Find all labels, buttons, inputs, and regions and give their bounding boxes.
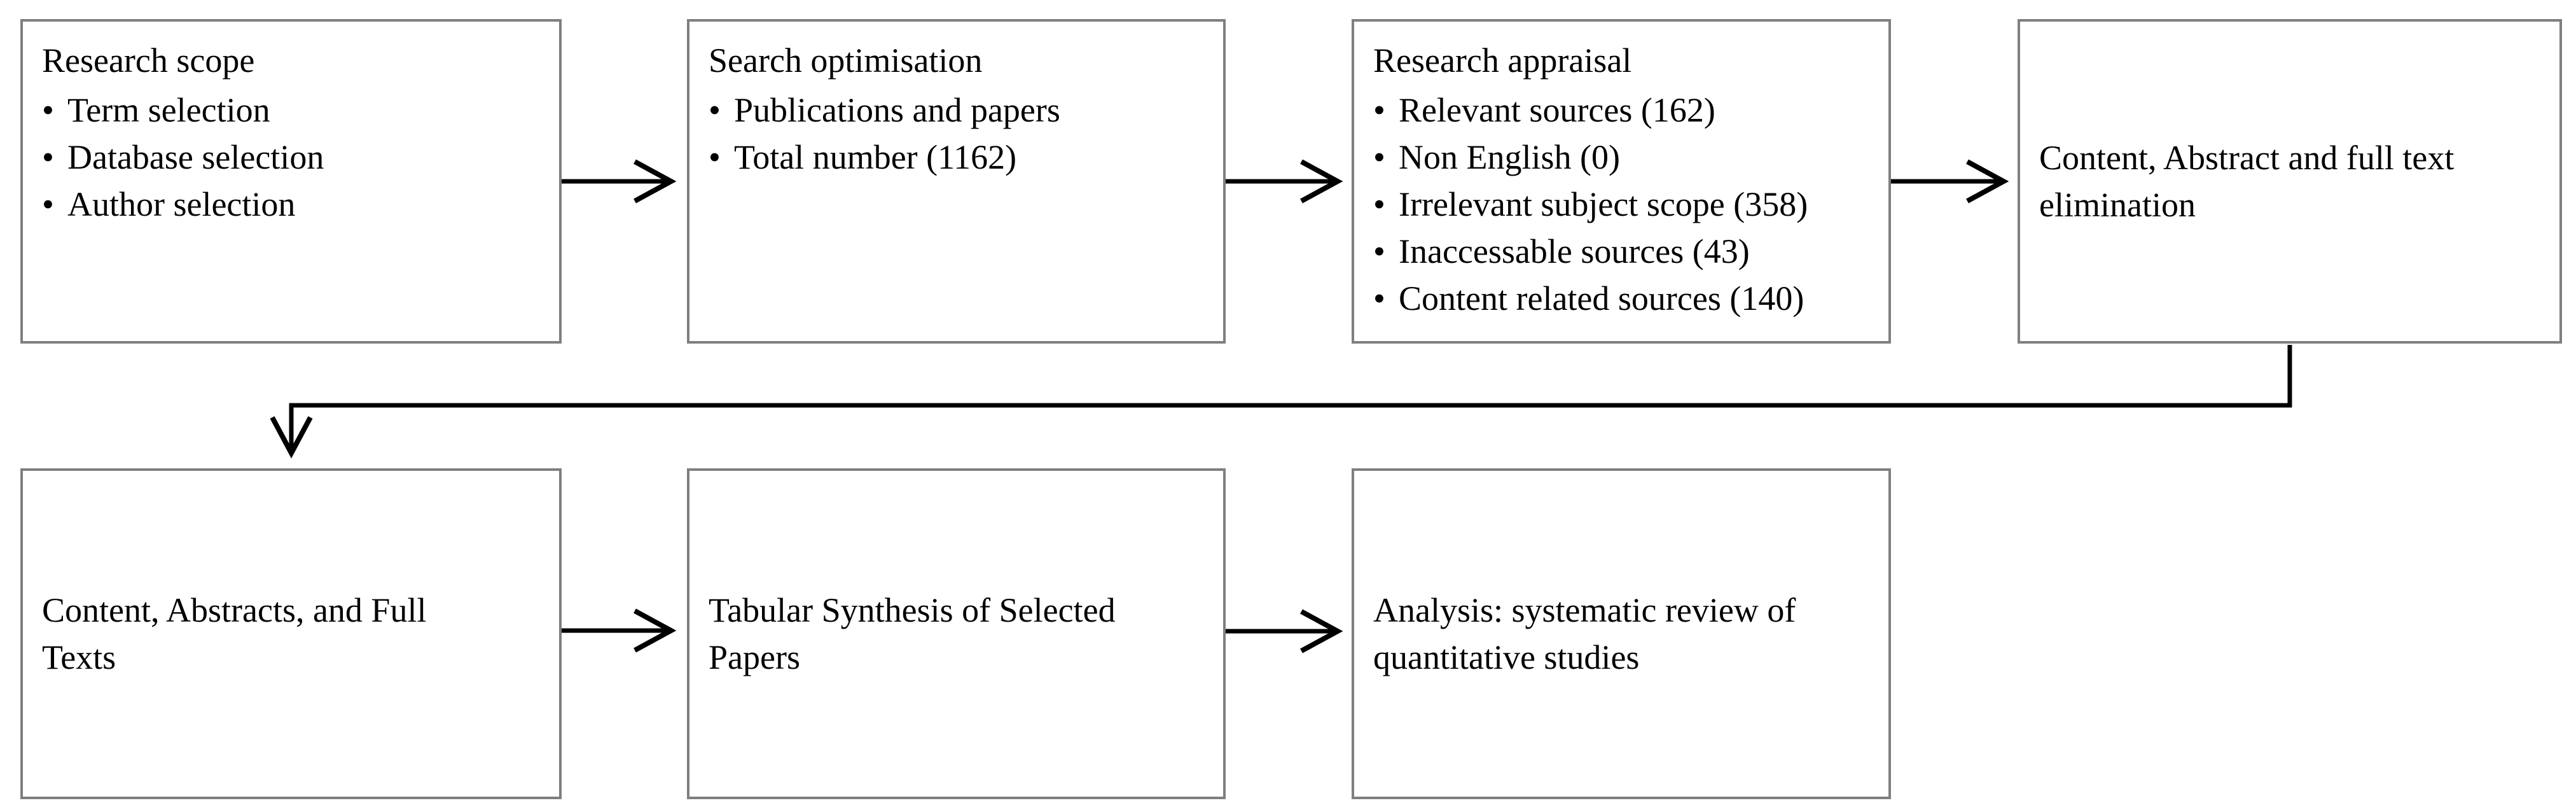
bullet-text: Relevant sources (162): [1399, 91, 1715, 129]
bullet-marker: •: [42, 185, 54, 223]
box-analysis: Analysis: systematic review of quantitat…: [1352, 468, 1891, 799]
arrow-head-icon: [1300, 609, 1343, 653]
arrow-optimisation-to-appraisal: [1226, 159, 1343, 204]
bullet-text: Author selection: [67, 185, 296, 223]
bullet-list: • Publications and papers • Total number (…: [709, 87, 1208, 181]
elbow-connector-elimination-to-fulltexts: [270, 345, 2292, 459]
box-content: Research scope • Term selection • Database…: [23, 22, 559, 228]
bullet-item: • Content related sources (140): [1373, 275, 1873, 322]
box-content-abstracts-full-texts: Content, Abstracts, and Full Texts: [20, 468, 562, 799]
bullet-marker: •: [1373, 185, 1385, 223]
arrow-fulltexts-to-tabular: [562, 608, 677, 653]
bullet-item: • Author selection: [42, 181, 544, 228]
bullet-marker: •: [1373, 91, 1385, 129]
box-content: Tabular Synthesis of Selected Papers: [689, 587, 1131, 681]
bullet-item: • Database selection: [42, 134, 544, 181]
box-research-appraisal: Research appraisal • Relevant sources (16…: [1352, 19, 1891, 344]
bullet-marker: •: [42, 138, 54, 176]
box-content: Content, Abstract and full text eliminat…: [2020, 134, 2469, 228]
bullet-text: Total number (1162): [734, 138, 1017, 176]
arrow-scope-to-optimisation: [562, 159, 677, 204]
box-text: Analysis: systematic review of quantitat…: [1373, 591, 1796, 676]
bullet-marker: •: [709, 138, 721, 176]
bullet-text: Inaccessable sources (43): [1399, 232, 1750, 270]
arrow-tabular-to-analysis: [1226, 609, 1343, 653]
bullet-item: • Publications and papers: [709, 87, 1208, 134]
bullet-item: • Inaccessable sources (43): [1373, 228, 1873, 275]
box-content: Content, Abstracts, and Full Texts: [23, 587, 441, 681]
bullet-item: • Non English (0): [1373, 134, 1873, 181]
box-content-abstract-elimination: Content, Abstract and full text eliminat…: [2018, 19, 2562, 344]
bullet-item: • Relevant sources (162): [1373, 87, 1873, 134]
bullet-marker: •: [42, 91, 54, 129]
box-text: Tabular Synthesis of Selected Papers: [709, 591, 1116, 676]
bullet-list: • Relevant sources (162) • Non English (0)…: [1373, 87, 1873, 322]
box-content: Analysis: systematic review of quantitat…: [1354, 587, 1811, 681]
bullet-list: • Term selection • Database selection • Aut…: [42, 87, 544, 228]
box-text: Content, Abstract and full text eliminat…: [2039, 139, 2455, 224]
bullet-text: Non English (0): [1399, 138, 1620, 176]
bullet-item: • Irrelevant subject scope (358): [1373, 181, 1873, 228]
bullet-text: Publications and papers: [734, 91, 1060, 129]
box-title: Research appraisal: [1373, 41, 1632, 80]
box-title: Search optimisation: [709, 41, 983, 80]
bullet-text: Database selection: [67, 138, 324, 176]
box-text: Content, Abstracts, and Full Texts: [42, 591, 427, 676]
bullet-marker: •: [709, 91, 721, 129]
arrow-head-icon: [634, 159, 677, 204]
bullet-marker: •: [1373, 279, 1385, 318]
box-content: Search optimisation • Publications and pa…: [689, 22, 1223, 181]
bullet-marker: •: [1373, 138, 1385, 176]
box-research-scope: Research scope • Term selection • Database…: [20, 19, 562, 344]
box-tabular-synthesis: Tabular Synthesis of Selected Papers: [687, 468, 1226, 799]
bullet-item: • Total number (1162): [709, 134, 1208, 181]
box-title: Research scope: [42, 41, 255, 80]
arrow-head-icon: [270, 416, 313, 459]
arrow-appraisal-to-elimination: [1891, 159, 2009, 204]
box-search-optimisation: Search optimisation • Publications and pa…: [687, 19, 1226, 344]
bullet-text: Content related sources (140): [1399, 279, 1804, 318]
elbow-line: [289, 345, 2292, 452]
bullet-item: • Term selection: [42, 87, 544, 134]
arrow-head-icon: [1300, 159, 1343, 204]
bullet-text: Term selection: [67, 91, 270, 129]
arrow-head-icon: [634, 608, 677, 653]
arrow-head-icon: [1966, 159, 2009, 204]
bullet-text: Irrelevant subject scope (358): [1399, 185, 1808, 223]
box-content: Research appraisal • Relevant sources (16…: [1354, 22, 1888, 322]
bullet-marker: •: [1373, 232, 1385, 270]
